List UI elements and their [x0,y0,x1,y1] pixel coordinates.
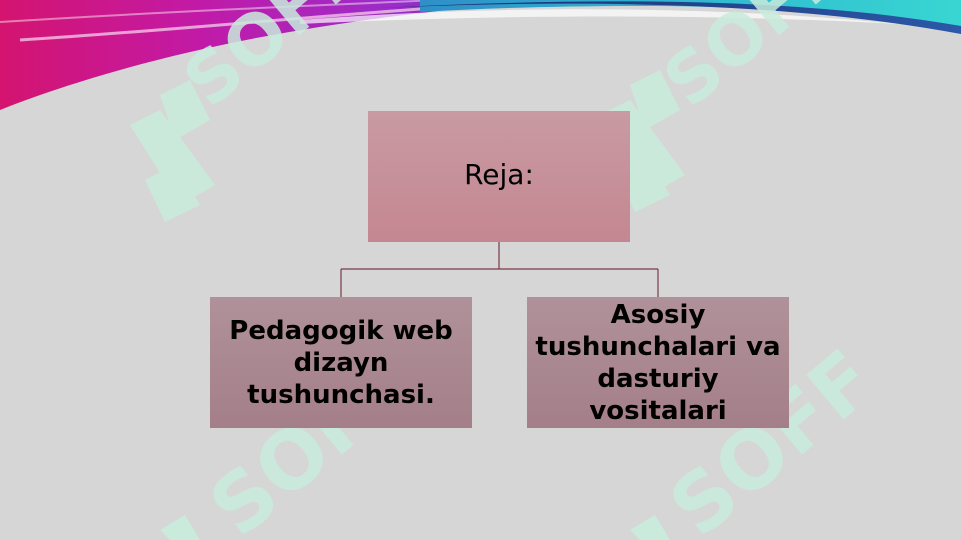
child-node-left: Pedagogik web dizayn tushunchasi. [210,297,472,428]
banner-teal-swoosh [420,0,961,30]
child-node-right: Asosiy tushunchalari va dasturiy vosital… [527,297,789,428]
banner-highlight-stroke-2 [0,0,441,23]
child-node-right-label: Asosiy tushunchalari va dasturiy vosital… [535,299,781,426]
root-node: Reja: [368,111,630,242]
banner-dark-swoosh [380,1,961,34]
decorative-banner [0,0,961,110]
banner-white-sheen [300,9,900,24]
child-node-left-label: Pedagogik web dizayn tushunchasi. [229,315,453,410]
root-node-label: Reja: [464,158,534,191]
banner-magenta-swoosh [0,0,560,110]
